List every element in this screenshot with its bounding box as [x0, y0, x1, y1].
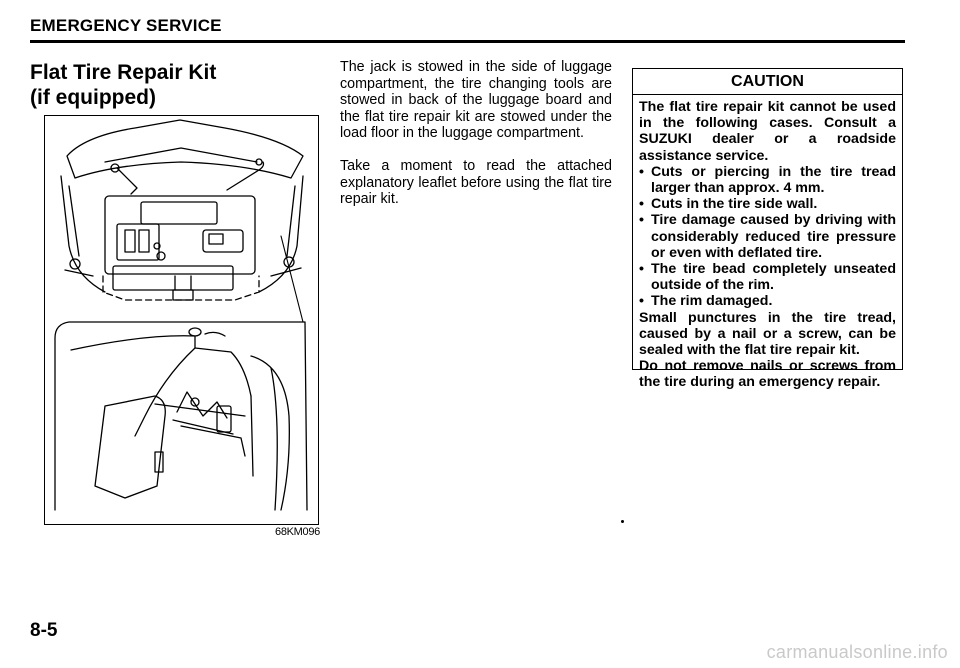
- jack-compartment-detail-view: [54, 321, 308, 511]
- section-header: EMERGENCY SERVICE: [30, 16, 222, 35]
- luggage-compartment-top-view: [60, 119, 304, 301]
- caution-item: •The rim damaged.: [639, 293, 773, 310]
- dot-mark: [621, 520, 624, 523]
- body-paragraph-1: The jack is stowed in the side of luggag…: [340, 59, 612, 141]
- bullet-icon: •: [639, 261, 644, 278]
- caution-box: CAUTION The flat tire repair kit cannot …: [632, 68, 903, 390]
- caution-item: •Cuts in the tire side wall.: [639, 196, 818, 213]
- bullet-icon: •: [639, 196, 644, 213]
- caution-note-2: Do not remove nails or screws from the t…: [639, 358, 896, 391]
- bullet-icon: •: [639, 212, 644, 229]
- caution-note-1: Small punctures in the tire tread, cause…: [639, 309, 896, 359]
- body-text: The jack is stowed in the side of luggag…: [340, 59, 612, 224]
- caution-body: The flat tire repair kit cannot be used …: [633, 95, 902, 391]
- page-title-line2: (if equipped): [30, 86, 156, 109]
- page-title: Flat Tire Repair Kit (if equipped): [30, 60, 290, 110]
- watermark: carmanualsonline.info: [766, 642, 948, 662]
- page-title-line1: Flat Tire Repair Kit: [30, 61, 217, 84]
- bullet-icon: •: [639, 293, 644, 310]
- header-rule: [30, 40, 905, 43]
- figure-code: 68KM096: [275, 526, 320, 538]
- illustration-figure: [44, 115, 319, 525]
- caution-list: •Cuts or piercing in the tire tread larg…: [639, 164, 896, 310]
- caution-item: •Cuts or piercing in the tire tread larg…: [639, 163, 896, 197]
- body-paragraph-2: Take a moment to read the attached expla…: [340, 158, 612, 207]
- caution-item: •The tire bead completely unseated outsi…: [639, 261, 896, 294]
- caution-heading: CAUTION: [633, 69, 902, 95]
- caution-item: •Tire damage caused by driving with cons…: [639, 212, 896, 261]
- bullet-icon: •: [639, 163, 644, 180]
- caution-intro: The flat tire repair kit cannot be used …: [639, 99, 896, 164]
- page-number: 8-5: [30, 620, 58, 641]
